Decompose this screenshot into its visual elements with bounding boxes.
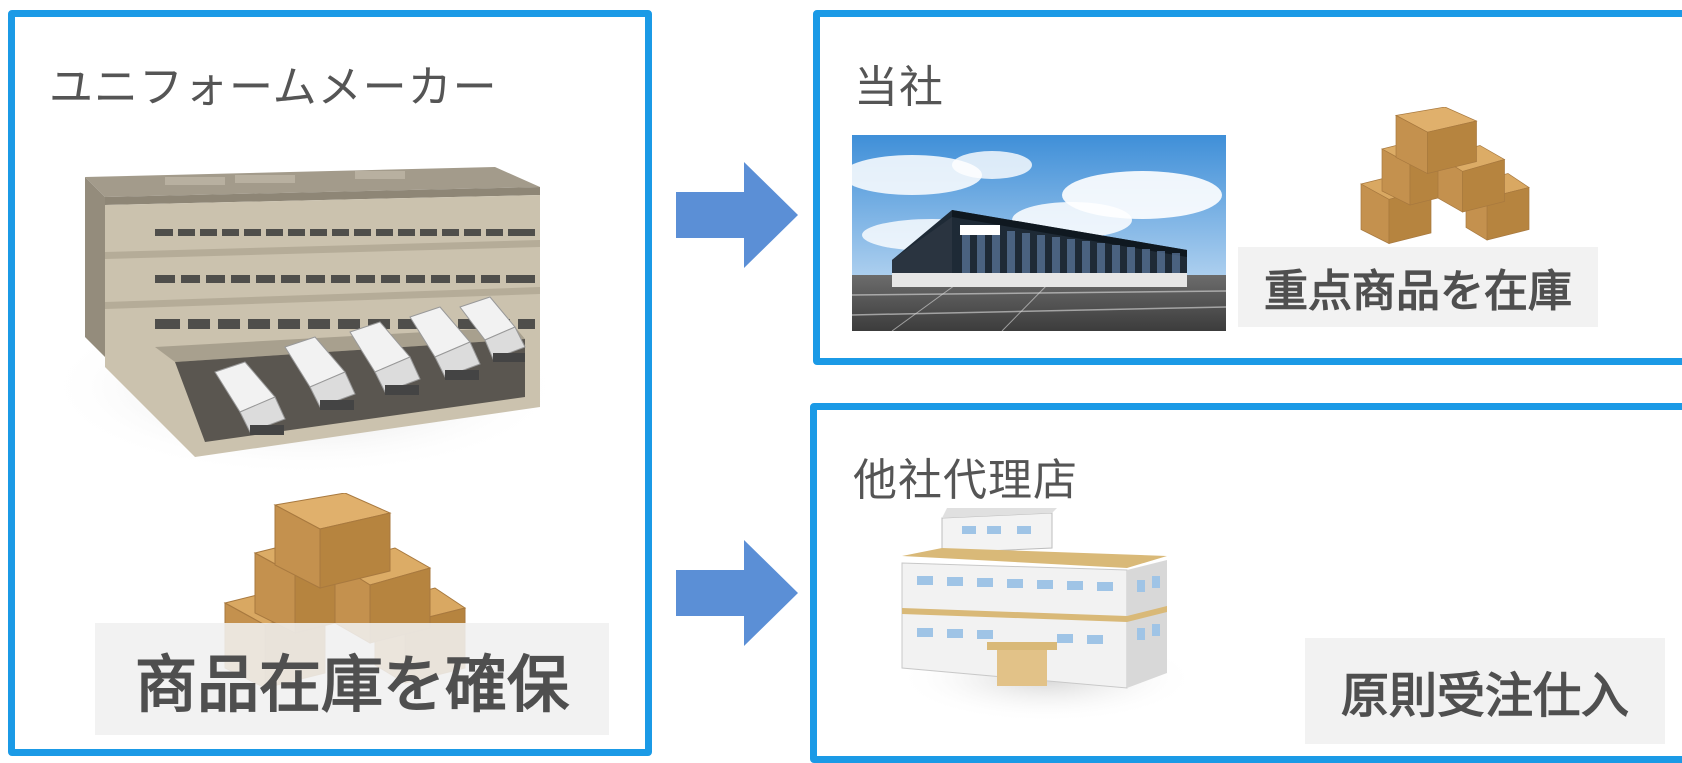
panel-other-agencies: 他社代理店: [810, 403, 1682, 763]
badge-secure-inventory: 商品在庫を確保: [95, 623, 609, 735]
cardboard-boxes-illustration: [1360, 107, 1530, 245]
arrow-right-icon: [676, 162, 798, 268]
panel-title: ユニフォームメーカー: [49, 62, 498, 113]
panel-our-company: 当社: [813, 10, 1682, 365]
arrow-right-icon: [676, 540, 798, 646]
panel-title: 他社代理店: [853, 455, 1078, 506]
badge-key-products-stock: 重点商品を在庫: [1238, 247, 1598, 327]
panel-uniform-maker: ユニフォームメーカー: [8, 10, 652, 756]
panel-title: 当社: [854, 62, 944, 113]
badge-order-based-purchasing: 原則受注仕入: [1305, 638, 1665, 744]
office-building-illustration: [897, 508, 1187, 723]
logistics-center-photo: [852, 135, 1226, 331]
distribution-warehouse-illustration: [45, 167, 565, 477]
